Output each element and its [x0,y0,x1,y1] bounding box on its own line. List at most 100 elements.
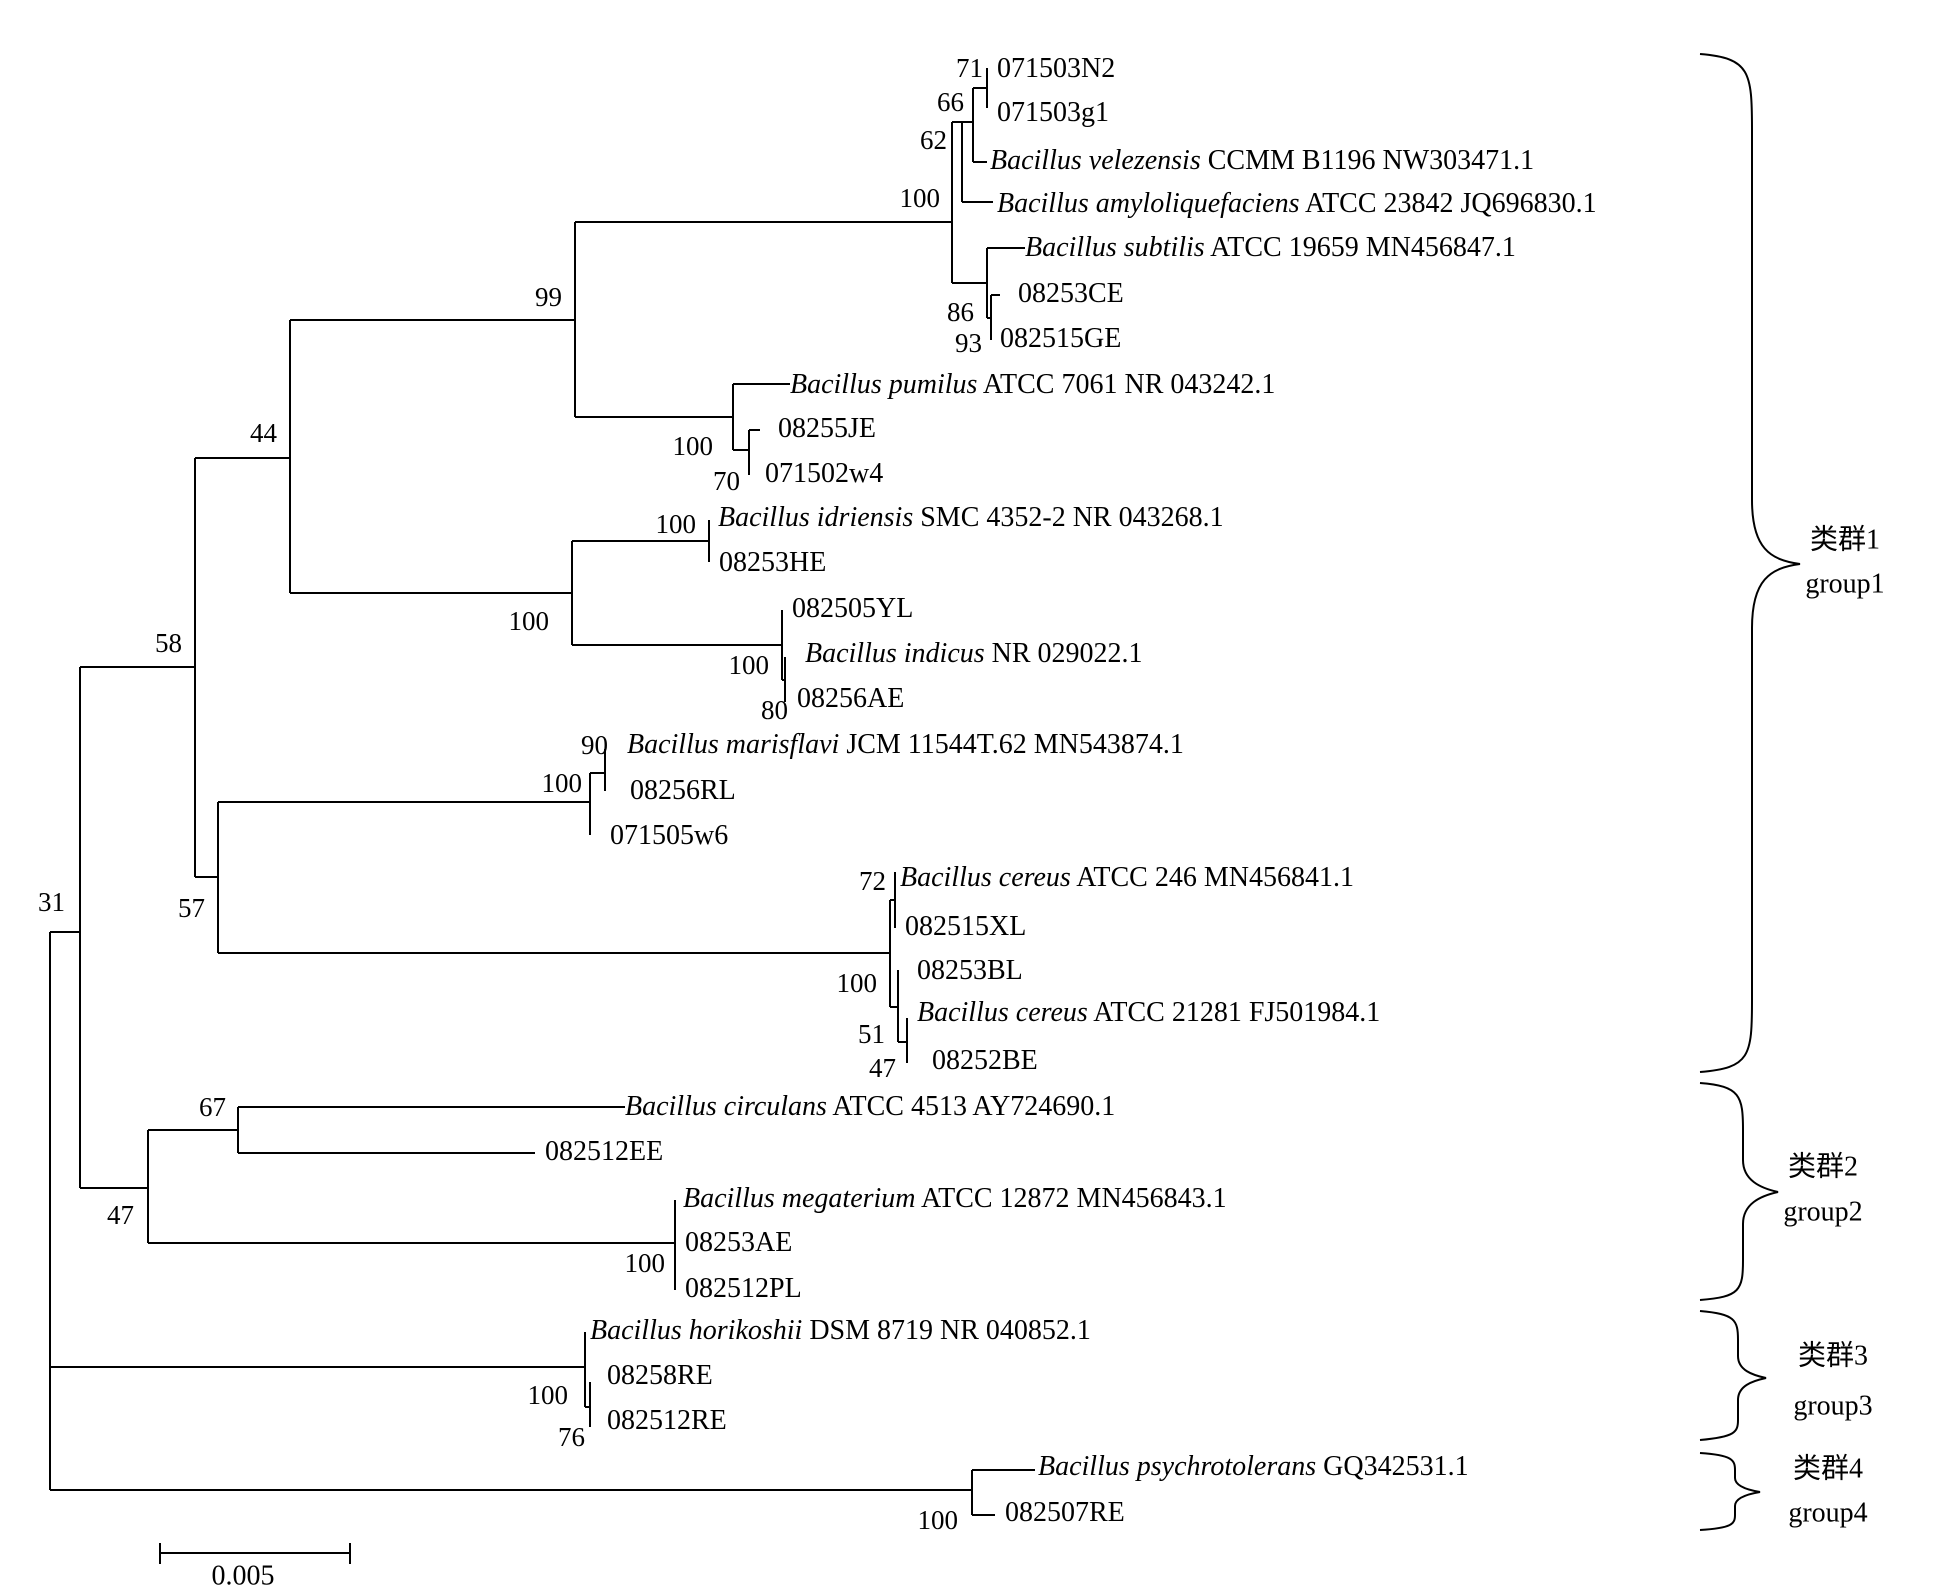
bootstrap-value: 90 [581,730,608,760]
strain-accession: NR 029022.1 [985,638,1143,669]
tip-label: 08253BL [917,955,1023,986]
tip-label: Bacillus horikoshii DSM 8719 NR 040852.1 [590,1315,1091,1346]
strain-accession: CCMM B1196 NW303471.1 [1201,145,1534,176]
tip-label: 071503N2 [997,53,1115,84]
tip-label: 082515GE [1000,323,1121,354]
species-name: Bacillus velezensis [990,145,1201,176]
tip-label: Bacillus psychrotolerans GQ342531.1 [1038,1451,1469,1482]
tip-label: 08256AE [797,683,904,714]
tip-label: Bacillus megaterium ATCC 12872 MN456843.… [683,1183,1227,1214]
tip-label: 08252BE [932,1045,1038,1076]
strain-accession: ATCC 4513 AY724690.1 [827,1091,1115,1122]
tip-label: Bacillus cereus ATCC 246 MN456841.1 [900,862,1354,893]
strain-accession: ATCC 246 MN456841.1 [1071,862,1354,893]
tip-label: Bacillus indicus NR 029022.1 [805,638,1143,669]
bootstrap-value: 57 [178,893,205,923]
bootstrap-value: 47 [869,1053,896,1083]
tip-label: 071502w4 [765,458,883,489]
tip-label: Bacillus marisflavi JCM 11544T.62 MN5438… [627,729,1184,760]
strain-accession: 071503N2 [997,53,1115,84]
species-name: Bacillus psychrotolerans [1038,1451,1316,1482]
species-name: Bacillus cereus [917,997,1088,1028]
species-name: Bacillus pumilus [790,369,978,400]
tip-label: Bacillus pumilus ATCC 7061 NR 043242.1 [790,369,1275,400]
bootstrap-value: 100 [673,431,714,461]
strain-accession: 08255JE [778,413,876,444]
strain-accession: SMC 4352-2 NR 043268.1 [913,502,1223,533]
tip-label: Bacillus subtilis ATCC 19659 MN456847.1 [1025,232,1516,263]
species-name: Bacillus amyloliquefaciens [997,188,1300,219]
strain-accession: ATCC 7061 NR 043242.1 [977,369,1275,400]
strain-accession: 08253CE [1018,278,1124,309]
bootstrap-value: 86 [947,297,974,327]
group-label-zh: 类群1 [1810,524,1880,556]
bootstrap-value: 62 [920,125,947,155]
tip-label: 08253AE [685,1227,792,1258]
strain-accession: 071502w4 [765,458,883,489]
scale-bar-line [159,1543,351,1564]
strain-accession: 08258RE [607,1360,713,1391]
strain-accession: 082512PL [685,1273,802,1304]
strain-accession: 082507RE [1005,1497,1125,1528]
strain-accession: 082505YL [792,593,913,624]
strain-accession: GQ342531.1 [1316,1451,1468,1482]
brace-group1 [1699,53,1801,1073]
bootstrap-value: 66 [937,87,964,117]
tip-label: 082512PL [685,1273,802,1304]
strain-accession: 082515GE [1000,323,1121,354]
species-name: Bacillus marisflavi [627,729,839,760]
species-name: Bacillus cereus [900,862,1071,893]
bootstrap-value: 100 [528,1380,569,1410]
tip-label: 08258RE [607,1360,713,1391]
tip-label: Bacillus cereus ATCC 21281 FJ501984.1 [917,997,1380,1028]
strain-accession: 082515XL [905,911,1026,942]
strain-accession: DSM 8719 NR 040852.1 [802,1315,1091,1346]
brace-group4 [1699,1452,1761,1531]
bootstrap-value: 100 [625,1248,666,1278]
tip-label: 082512RE [607,1405,727,1436]
bootstrap-value: 72 [859,866,886,896]
bootstrap-value: 100 [837,968,878,998]
species-name: Bacillus idriensis [718,502,913,533]
strain-accession: JCM 11544T.62 MN543874.1 [839,729,1184,760]
tip-label: Bacillus amyloliquefaciens ATCC 23842 JQ… [997,188,1597,219]
tip-label: 082515XL [905,911,1026,942]
group-label-en: group2 [1783,1197,1862,1228]
species-name: Bacillus subtilis [1025,232,1205,263]
scale-bar: 0.005 [159,1543,351,1591]
strain-accession: ATCC 12872 MN456843.1 [916,1183,1227,1214]
strain-accession: 082512EE [545,1136,663,1167]
species-name: Bacillus indicus [805,638,985,669]
tree-branches [49,68,1035,1516]
bootstrap-value: 100 [918,1505,959,1535]
tip-label: Bacillus idriensis SMC 4352-2 NR 043268.… [718,502,1224,533]
bootstrap-values: 7166621008693991007044100100100805890100… [38,53,983,1535]
strain-accession: 082512RE [607,1405,727,1436]
bootstrap-value: 44 [250,418,278,448]
bootstrap-value: 100 [509,606,550,636]
group-braces [1699,53,1801,1531]
tip-label: 071505w6 [610,820,728,851]
strain-accession: 08253AE [685,1227,792,1258]
strain-accession: ATCC 19659 MN456847.1 [1205,232,1516,263]
bootstrap-value: 93 [955,328,982,358]
bootstrap-value: 47 [107,1200,134,1230]
strain-accession: 08256AE [797,683,904,714]
group-label-zh: 类群2 [1788,1151,1858,1183]
tip-label: 08255JE [778,413,876,444]
bootstrap-value: 70 [713,466,740,496]
species-name: Bacillus megaterium [683,1183,916,1214]
bootstrap-value: 51 [858,1019,885,1049]
strain-accession: 08252BE [932,1045,1038,1076]
group-label-en: group3 [1793,1391,1872,1422]
group-label-zh: 类群4 [1793,1453,1863,1485]
strain-accession: ATCC 21281 FJ501984.1 [1088,997,1381,1028]
group-label-zh: 类群3 [1798,1340,1868,1372]
tip-label: 082507RE [1005,1497,1125,1528]
tip-label: 08253CE [1018,278,1124,309]
tip-label: 071503g1 [997,97,1109,128]
